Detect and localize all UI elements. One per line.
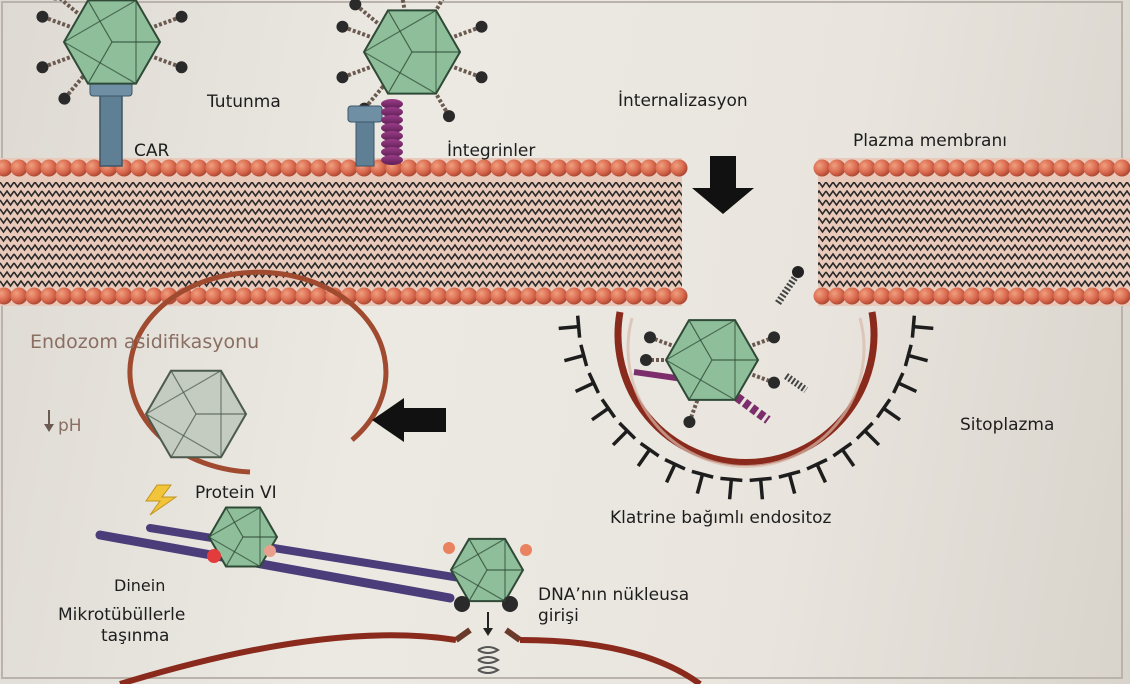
nuclear-entry-label-line1: DNA’nın nükleusa (538, 585, 689, 605)
plasma-membrane (0, 158, 1130, 306)
integrin-receptor (381, 99, 403, 165)
microtubule-label-line2: taşınma (101, 626, 169, 646)
lipid-tails-upper-right (818, 182, 1130, 234)
lipid-tails-upper-left (0, 182, 682, 234)
down-arrow-icon (44, 410, 54, 432)
nuclear-entry-label-line2: girişi (538, 606, 579, 626)
car-label: CAR (134, 141, 169, 161)
internalization-arrow (692, 156, 754, 214)
viral-dna (478, 647, 498, 673)
endosome-acidification-label: Endozom asidifikasyonu (30, 331, 259, 353)
microtubule-label-line1: Mikrotübüllerle (58, 605, 185, 625)
integrins-label: İntegrinler (447, 140, 535, 161)
dynein-motor (207, 549, 221, 563)
ph-label: pH (58, 416, 82, 436)
car-receptor (100, 92, 122, 166)
acidification-arrow (372, 398, 446, 442)
released-fiber (786, 376, 806, 390)
nuclear-pore-complex (454, 596, 470, 612)
car-receptor (356, 118, 374, 166)
vesicle-membrane (618, 312, 874, 463)
capsid-on-microtubule (207, 508, 277, 567)
released-fiber (778, 266, 804, 303)
nuclear-envelope (120, 612, 700, 684)
lightning-bolt-icon (146, 485, 176, 515)
attachment-label: Tutunma (206, 92, 281, 112)
clathrin-endocytosis-label: Klatrine bağımlı endositoz (610, 508, 832, 528)
plasma-membrane-label: Plazma membranı (853, 131, 1007, 151)
lipid-tails-lower-right (818, 236, 1130, 288)
lipid-tails-lower-left (0, 236, 682, 288)
internalization-label: İnternalizasyon (618, 90, 748, 111)
cytoplasm-label: Sitoplazma (960, 415, 1054, 435)
protein-vi-label: Protein VI (195, 483, 277, 503)
capsid-at-nuclear-pore (443, 539, 532, 612)
dynein-label: Dinein (114, 576, 165, 595)
